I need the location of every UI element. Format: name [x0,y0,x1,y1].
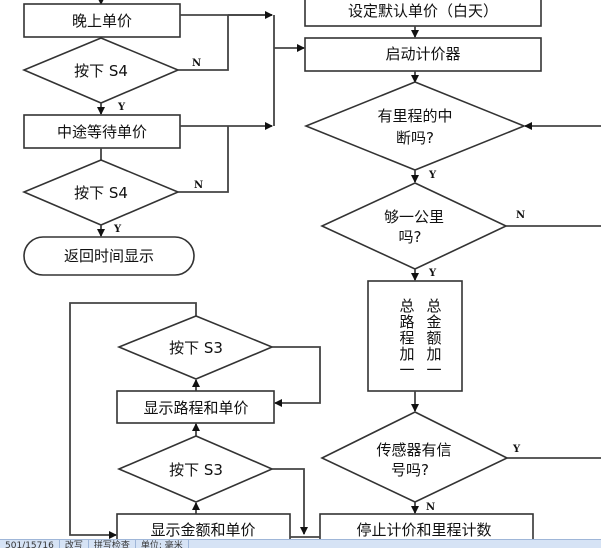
no-label: N [192,58,201,69]
return-time-label: 返回时间显示 [64,247,154,265]
no-label: N [516,210,525,221]
vertical-text-char: 额 [426,329,441,347]
yes-label: Y [117,102,126,113]
press-s4-label-1: 按下 S4 [74,62,128,80]
vertical-text-char: 一 [426,361,441,379]
waiting-price-box [23,114,181,149]
flow-line [69,302,197,539]
mileage-interrupt-label-2: 断吗? [396,129,434,147]
show-amount-price-label: 显示金额和单价 [150,521,255,539]
show-distance-price-box [116,390,275,424]
status-overwrite-mode[interactable]: 改写 [60,540,89,548]
start-meter-box [304,37,542,72]
flow-line [178,15,229,71]
night-price-box [23,3,181,38]
mileage-interrupt-label-1: 有里程的中 [377,107,452,125]
vertical-text-char: 一 [399,361,414,379]
sensor-signal-label-1: 传感器有信 [376,441,451,459]
one-km-decision [320,182,508,270]
yes-label: Y [428,170,437,181]
status-spell-check[interactable]: 拼写检查 [89,540,136,548]
one-km-label-2: 吗? [399,228,422,246]
set-default-price-label: 设定默认单价（白天） [348,2,498,20]
return-time-terminal [23,236,195,276]
flow-line [272,468,308,535]
status-page-count: 501/15716 [0,540,60,548]
vertical-text-char: 加 [399,345,414,363]
flow-line [272,346,321,407]
press-s3-label-1: 按下 S3 [169,339,223,357]
set-default-price-box [304,0,542,27]
night-price-label: 晚上单价 [72,12,132,30]
flow-line [178,126,229,193]
press-s3-label-2: 按下 S3 [169,461,223,479]
mileage-interrupt-decision [303,81,527,171]
vertical-text-char: 程 [399,329,414,347]
sensor-signal-label-2: 号吗? [391,461,429,479]
stop-counting-label: 停止计价和里程计数 [356,521,491,539]
status-unit: 单位: 毫米 [136,540,189,548]
one-km-label-1: 够一公里 [384,208,444,226]
press-s4-label-2: 按下 S4 [74,184,128,202]
yes-label: Y [113,224,122,235]
show-distance-price-label: 显示路程和单价 [143,399,248,417]
increment-box [367,280,463,392]
waiting-price-label: 中途等待单价 [57,123,147,141]
start-meter-label: 启动计价器 [385,45,460,63]
yes-label: Y [512,444,521,455]
vertical-text-char: 加 [426,345,441,363]
vertical-text-char: 金 [426,313,441,331]
no-label: N [194,180,203,191]
vertical-text-char: 路 [399,313,414,331]
vertical-text-char: 总 [426,297,441,315]
no-label: N [426,502,435,513]
yes-label: Y [428,268,437,279]
vertical-text-char: 总 [399,297,414,315]
